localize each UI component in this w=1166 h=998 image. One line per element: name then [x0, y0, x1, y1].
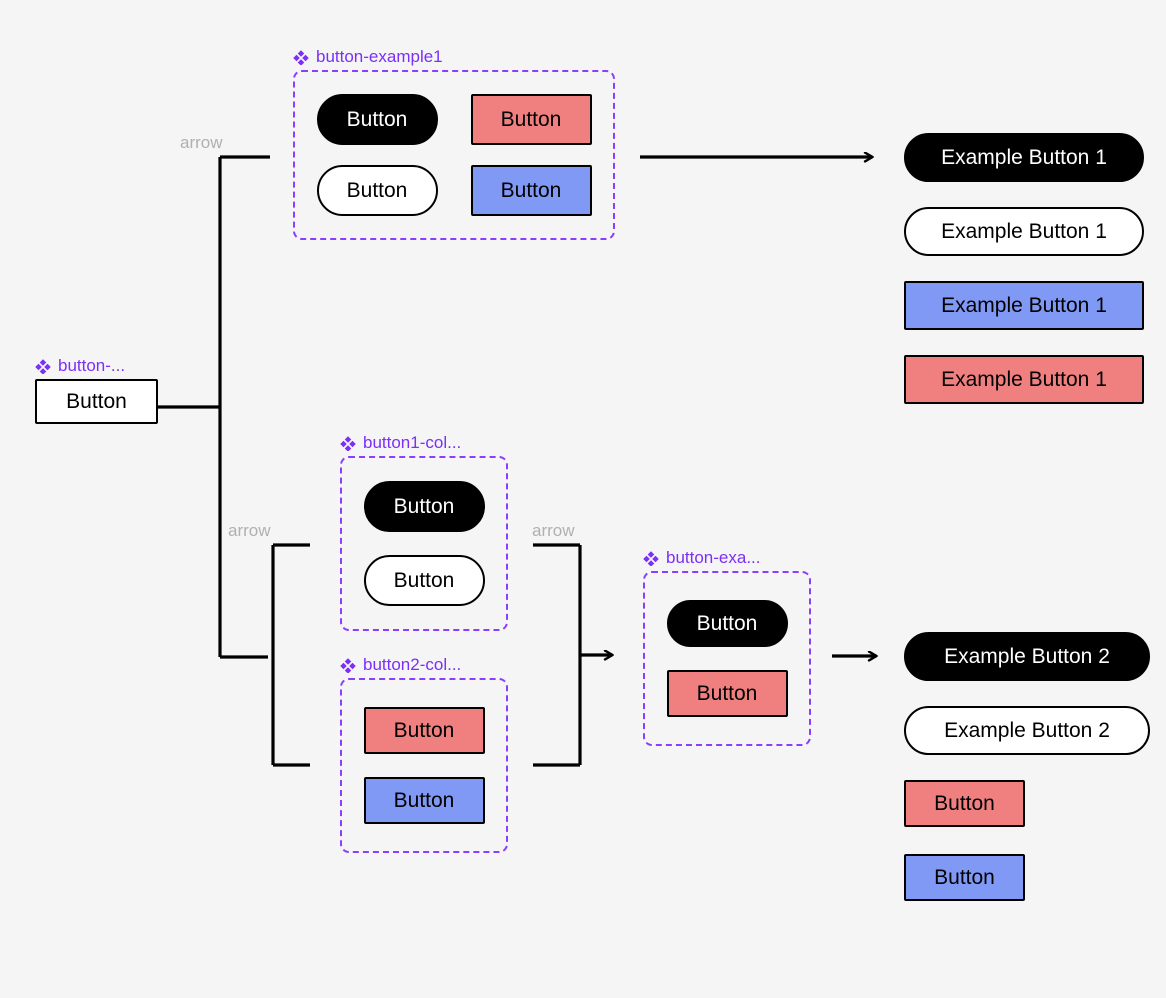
group-label-button-example1: button-example1 — [316, 47, 443, 66]
output-bottom-button-1[interactable]: Example Button 2 — [904, 632, 1150, 681]
outputs-top-list: Example Button 1 Example Button 1 Exampl… — [904, 133, 1144, 404]
group-label-button-exa: button-exa... — [666, 548, 761, 567]
output-bottom-button-4[interactable]: Button — [904, 854, 1025, 901]
output-bottom-button-2[interactable]: Example Button 2 — [904, 706, 1150, 755]
group-box-button-exa: Button Button — [643, 571, 811, 746]
component-icon — [293, 49, 309, 66]
output-top-button-2[interactable]: Example Button 1 — [904, 207, 1144, 256]
root-button[interactable]: Button — [35, 379, 158, 424]
button-exa-red[interactable]: Button — [666, 670, 788, 717]
component-icon — [340, 657, 356, 674]
button2-col-blue[interactable]: Button — [363, 777, 485, 824]
group1-button-blue[interactable]: Button — [470, 165, 592, 216]
group-label-button1-col: button1-col... — [363, 433, 462, 452]
root-node-label: button-... — [58, 356, 126, 375]
group1-button-light[interactable]: Button — [316, 165, 438, 216]
output-top-button-4[interactable]: Example Button 1 — [904, 355, 1144, 404]
group-button-example1[interactable]: button-example1 Button Button Button But… — [293, 48, 615, 240]
group-box-button2-col: Button Button — [340, 678, 508, 853]
edge-label-arrow-3: arrow — [532, 521, 575, 540]
group1-button-red[interactable]: Button — [470, 94, 592, 145]
group-title-button2-col: button2-col... — [340, 655, 508, 674]
component-icon — [35, 358, 51, 375]
group-title-button-exa: button-exa... — [643, 548, 811, 567]
root-node-title: button-... — [35, 356, 158, 375]
button2-col-red[interactable]: Button — [363, 707, 485, 754]
button1-col-light[interactable]: Button — [363, 555, 485, 606]
button1-col-dark[interactable]: Button — [363, 481, 485, 532]
button-exa-dark[interactable]: Button — [666, 600, 788, 647]
component-icon — [643, 550, 659, 567]
group-box-button1-col: Button Button — [340, 456, 508, 631]
group-button2-col[interactable]: button2-col... Button Button — [340, 656, 508, 853]
edge-label-arrow-1: arrow — [180, 133, 223, 152]
group-title-button-example1: button-example1 — [293, 47, 615, 66]
group-label-button2-col: button2-col... — [363, 655, 462, 674]
group-button-exa[interactable]: button-exa... Button Button — [643, 549, 811, 746]
group-box-button-example1: Button Button Button Button — [293, 70, 615, 240]
root-node[interactable]: button-... Button — [35, 357, 158, 424]
component-icon — [340, 435, 356, 452]
outputs-bottom-list: Example Button 2 Example Button 2 Button… — [904, 632, 1150, 901]
output-bottom-button-3[interactable]: Button — [904, 780, 1025, 827]
output-top-button-3[interactable]: Example Button 1 — [904, 281, 1144, 330]
output-top-button-1[interactable]: Example Button 1 — [904, 133, 1144, 182]
group-button1-col[interactable]: button1-col... Button Button — [340, 434, 508, 631]
edge-label-arrow-2: arrow — [228, 521, 271, 540]
group-title-button1-col: button1-col... — [340, 433, 508, 452]
group1-button-dark[interactable]: Button — [316, 94, 438, 145]
